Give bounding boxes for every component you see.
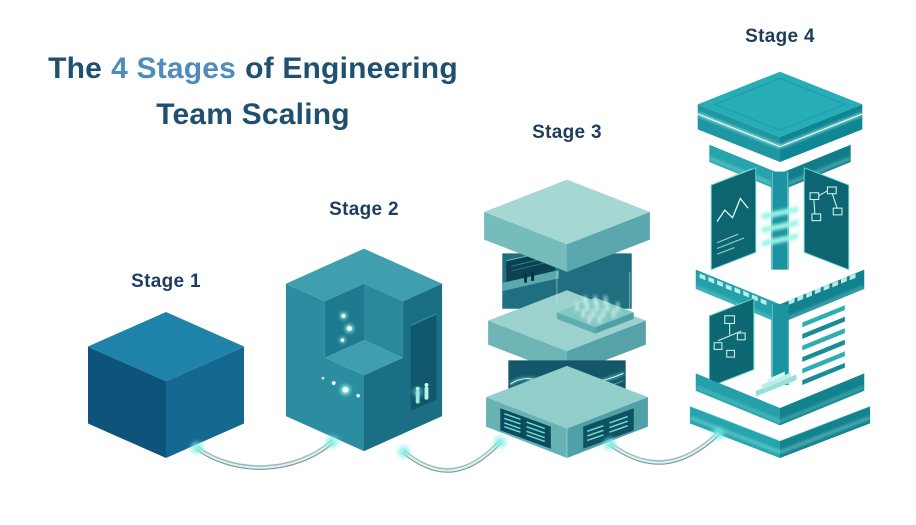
- title-suffix: of Engineering: [245, 52, 458, 85]
- server-rack-window-right: [583, 408, 634, 449]
- cube-top-face: [88, 311, 244, 382]
- stacked-modules-illustration: [484, 179, 650, 458]
- step-pyramid: [755, 371, 797, 397]
- stage-3-label: Stage 3: [532, 122, 602, 143]
- single-cube-illustration: [87, 311, 245, 459]
- lower-divider-slab: [695, 373, 865, 426]
- checker-band: [699, 273, 856, 306]
- data-tower-illustration: [689, 71, 871, 458]
- cable-stage1-stage2: [191, 436, 338, 470]
- flowchart-panel: [708, 297, 755, 388]
- title-line-1: The 4 Stages of Engineering: [18, 46, 488, 92]
- server-rack-window-left: [500, 408, 551, 449]
- stage-1-label: Stage 1: [131, 271, 201, 292]
- title-prefix: The: [48, 52, 103, 85]
- diagram-panel: [803, 167, 850, 271]
- cable-stage2-stage3: [398, 436, 506, 473]
- inner-wall-right: [364, 283, 404, 358]
- connector-cables: [191, 428, 724, 473]
- glowing-chevrons: [761, 206, 799, 247]
- stepped-block-illustration: [285, 248, 443, 452]
- stage-4-label: Stage 4: [745, 26, 815, 47]
- cube-left-face: [88, 346, 166, 459]
- block-left-face: [285, 283, 364, 452]
- mid-body: [708, 297, 845, 397]
- analytics-panel: [710, 167, 757, 271]
- cable-stage3-stage4: [604, 428, 724, 465]
- page-title: The 4 Stages of Engineering Team Scaling: [18, 46, 488, 138]
- team-niche: [410, 313, 437, 412]
- base-cube: [486, 365, 648, 458]
- upper-body: [710, 167, 850, 271]
- cube-right-face: [166, 346, 244, 459]
- team-figures: [412, 383, 429, 404]
- status-lights-upper: [339, 312, 354, 344]
- title-accent: 4 Stages: [111, 52, 237, 85]
- title-line-2: Team Scaling: [156, 98, 350, 131]
- status-lights-lower: [321, 376, 360, 398]
- inner-wall-left: [324, 283, 364, 358]
- tower-cap: [697, 71, 863, 163]
- team-platform: [556, 295, 634, 334]
- mid-divider-slab: [695, 269, 865, 324]
- stage-2-label: Stage 2: [329, 199, 399, 220]
- block-top-face: [285, 248, 443, 302]
- cooling-fins: [802, 305, 845, 385]
- screen-ledge: [502, 270, 559, 292]
